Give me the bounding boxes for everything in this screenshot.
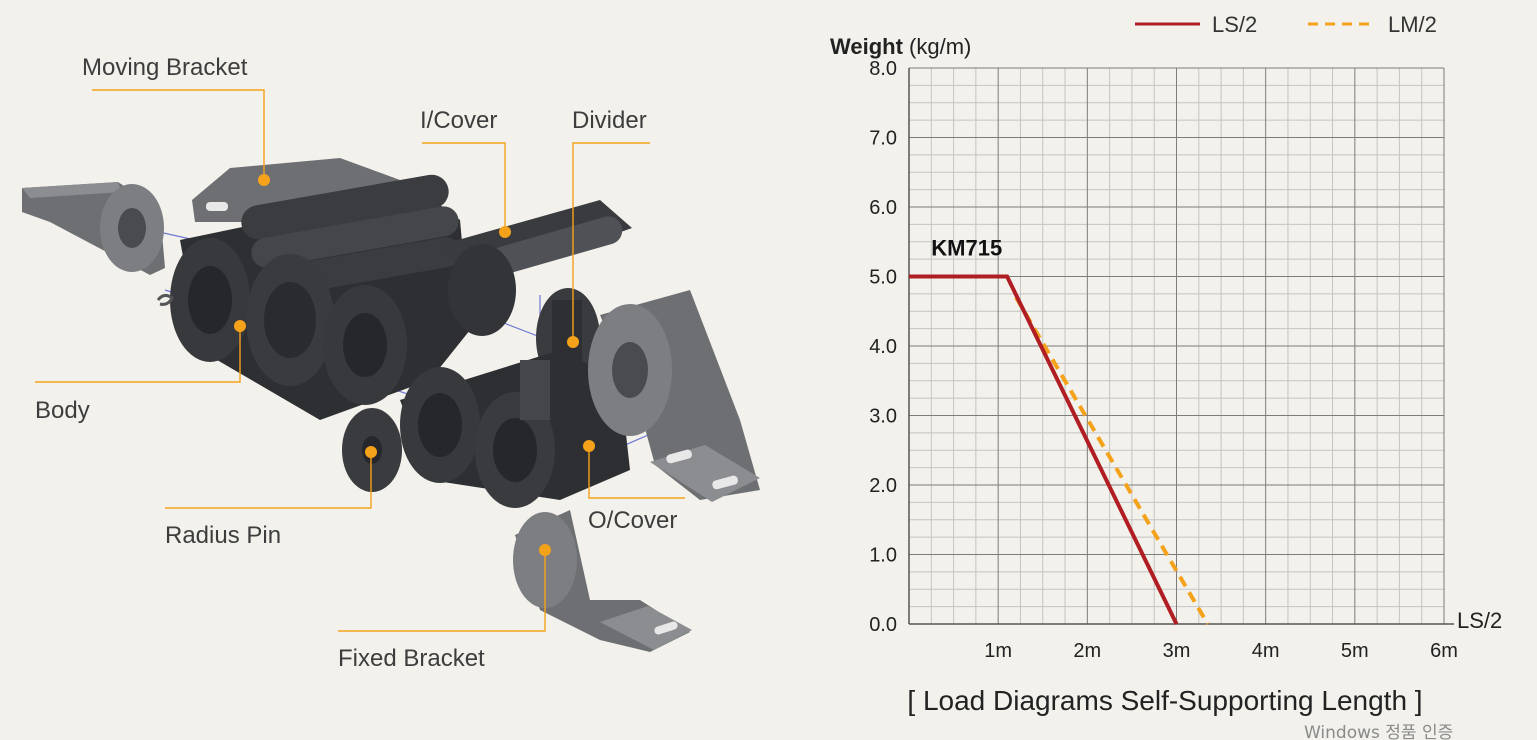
callout-label-divider: Divider <box>572 107 647 134</box>
x-tick-label: 5m <box>1341 640 1369 662</box>
callout-lines <box>35 89 685 632</box>
x-tick-label: 2m <box>1073 640 1101 662</box>
clip-part <box>156 293 174 306</box>
chart-axes <box>908 68 1454 625</box>
y-tick-label: 6.0 <box>869 197 897 219</box>
series-line-ls2 <box>909 274 1179 625</box>
chain-body-main <box>170 174 470 420</box>
callout-label-fixed-bracket: Fixed Bracket <box>338 645 485 672</box>
y-tick-labels: 0.0 1.0 2.0 3.0 4.0 5.0 6.0 7.0 8.0 <box>869 58 897 636</box>
chart-series-layer <box>909 274 1210 626</box>
callout-label-body: Body <box>35 397 90 424</box>
y-tick-label: 5.0 <box>869 267 897 289</box>
callout-line-body <box>35 326 241 383</box>
callout-dot-i-cover <box>499 226 511 238</box>
callout-dot-fixed-bracket <box>539 544 551 556</box>
callout-label-i-cover: I/Cover <box>420 107 497 134</box>
y-axis-title: Weight (kg/m) <box>830 34 971 59</box>
y-tick-label: 1.0 <box>869 545 897 567</box>
x-tick-label: 4m <box>1252 640 1280 662</box>
callout-line-i-cover <box>422 142 506 232</box>
load-diagram-chart: 0.0 1.0 2.0 3.0 4.0 5.0 6.0 7.0 8.0 1m 2m 3m 4m 5m 6m… <box>830 12 1502 716</box>
callout-line-radius-pin <box>165 452 372 509</box>
y-tick-label: 2.0 <box>869 475 897 497</box>
callout-dot-body <box>234 320 246 332</box>
chain-body-lower <box>400 350 630 508</box>
y-tick-label: 7.0 <box>869 128 897 150</box>
annotation-km715: KM715 <box>931 236 1002 261</box>
windows-activation-watermark: Windows 정품 인증 <box>1304 723 1453 740</box>
x-axis-title: LS/2 <box>1457 608 1502 633</box>
callout-dot-moving-bracket <box>258 174 270 186</box>
x-tick-label: 1m <box>984 640 1012 662</box>
callout-label-moving-bracket: Moving Bracket <box>82 54 248 81</box>
callout-label-o-cover: O/Cover <box>588 507 677 534</box>
y-tick-label: 0.0 <box>869 614 897 636</box>
exploded-chain-illustration <box>22 158 760 652</box>
callout-line-divider <box>572 142 650 342</box>
y-tick-label: 4.0 <box>869 336 897 358</box>
moving-bracket-top-part <box>192 158 400 222</box>
chart-caption: [ Load Diagrams Self-Supporting Length ] <box>907 685 1422 716</box>
y-tick-label: 8.0 <box>869 58 897 80</box>
series-line-lm2 <box>1014 296 1210 626</box>
i-cover-part <box>440 200 632 336</box>
callout-dot-o-cover <box>583 440 595 452</box>
y-axis-title-bold: Weight <box>830 34 904 59</box>
callout-labels: Moving Bracket I/Cover Divider Body Radi… <box>35 54 677 672</box>
x-tick-label: 6m <box>1430 640 1458 662</box>
callout-dot-radius-pin <box>365 446 377 458</box>
fixed-bracket-end-plate <box>588 290 760 502</box>
x-tick-label: 3m <box>1163 640 1191 662</box>
callout-line-moving-bracket <box>92 89 265 180</box>
callout-label-radius-pin: Radius Pin <box>165 522 281 549</box>
legend-label-lm2: LM/2 <box>1388 12 1437 37</box>
y-axis-title-unit: (kg/m) <box>903 34 971 59</box>
callout-dots <box>234 174 595 556</box>
callout-line-o-cover <box>588 446 685 499</box>
x-tick-labels: 1m 2m 3m 4m 5m 6m <box>984 640 1458 662</box>
y-tick-label: 3.0 <box>869 406 897 428</box>
moving-bracket-left-part <box>22 182 165 275</box>
grid-major-lines <box>908 67 1445 625</box>
chart-legend: LS/2 LM/2 <box>1135 12 1437 37</box>
legend-label-ls2: LS/2 <box>1212 12 1257 37</box>
callout-dot-divider <box>567 336 579 348</box>
callout-line-fixed-bracket <box>338 550 546 632</box>
